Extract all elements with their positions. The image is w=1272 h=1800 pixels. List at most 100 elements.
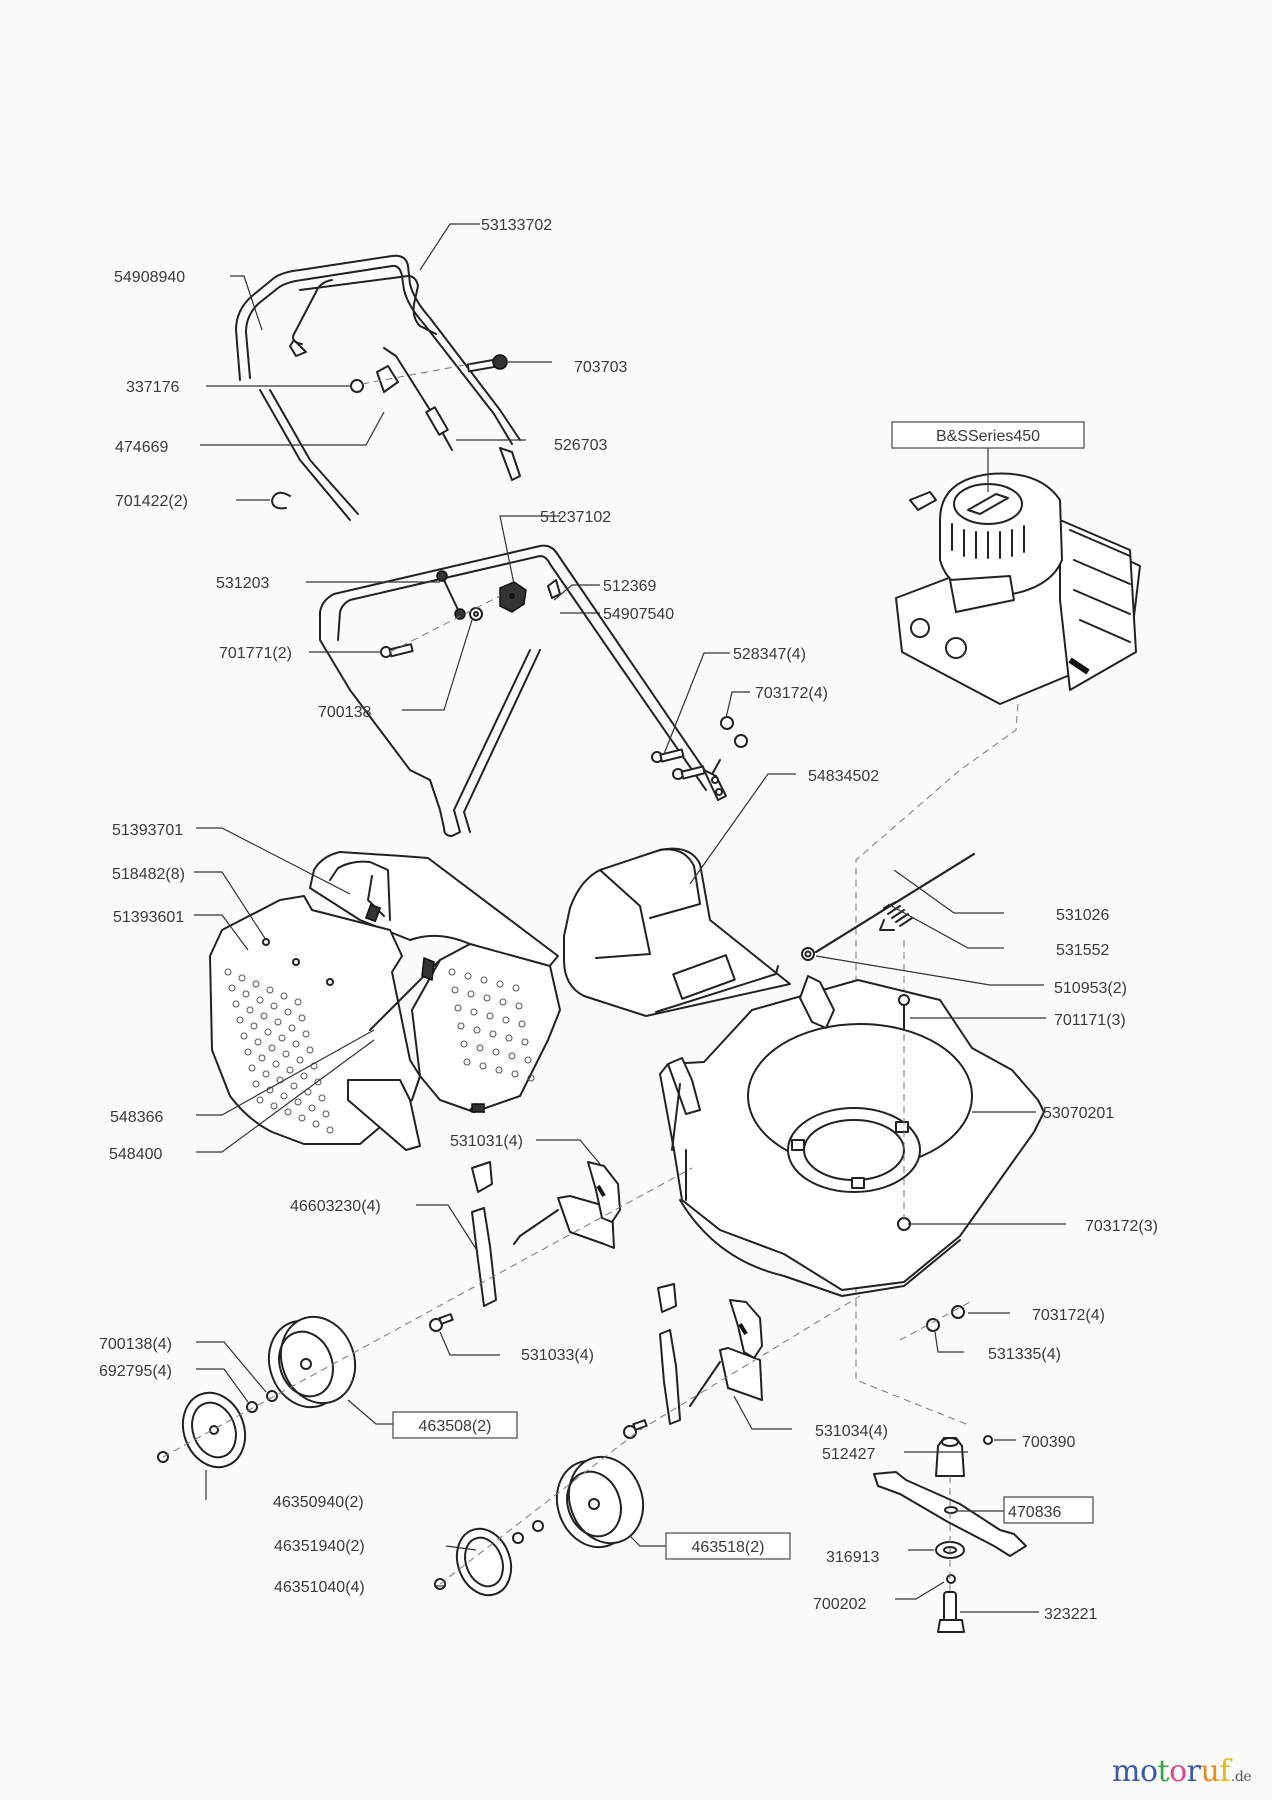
grass-bag-top-part[interactable] [309, 851, 559, 969]
upper-handlebar-part[interactable] [235, 254, 521, 521]
mesh-hole [527, 1074, 535, 1082]
mesh-hole [454, 1004, 462, 1012]
mesh-hole [280, 1092, 288, 1100]
part-label: 510953(2) [1054, 980, 1127, 997]
deck-washer-part[interactable] [926, 1318, 940, 1332]
grass-bag-mesh-pattern [224, 968, 535, 1134]
mesh-hole [480, 976, 488, 984]
mesh-hole [326, 1126, 334, 1134]
logo-letter: f [1219, 1754, 1230, 1789]
height-adjuster-lever-part[interactable] [471, 1161, 497, 1307]
part-label: 51393601 [113, 909, 184, 926]
mesh-hole [318, 1094, 326, 1102]
part-label: 54834502 [808, 768, 879, 785]
deck-nut-part[interactable] [951, 1305, 965, 1319]
knob-part[interactable] [499, 581, 527, 613]
key-part[interactable] [983, 1435, 993, 1445]
mesh-hole [254, 1038, 262, 1046]
logo-letter: t [1157, 1754, 1170, 1789]
logo-letter: o [1169, 1754, 1187, 1789]
part-label: 701171(3) [1054, 1012, 1126, 1029]
part-label: 700138(4) [99, 1336, 172, 1353]
logo-letter: u [1200, 1754, 1220, 1789]
logo-letter: o [1139, 1754, 1158, 1789]
nuts-703172-part[interactable] [720, 716, 748, 748]
cable-guide-part[interactable] [436, 570, 466, 620]
front-hubcap-part[interactable] [173, 1384, 255, 1476]
part-label: 531335(4) [988, 1346, 1061, 1363]
ratchet-plate-part[interactable] [587, 1161, 621, 1223]
mesh-hole [511, 1070, 519, 1078]
cable-part[interactable] [383, 347, 453, 451]
lower-handle-part[interactable] [319, 544, 727, 837]
part-label: 700202 [813, 1596, 866, 1613]
axle-bushing-part[interactable] [801, 947, 815, 961]
deck-bolt-part[interactable] [898, 994, 910, 1031]
ratchet-plate-rear-part[interactable] [729, 1299, 763, 1359]
torsion-spring-part[interactable] [879, 901, 913, 931]
rear-wheel-nut-part[interactable] [512, 1532, 524, 1544]
mesh-hole [286, 1066, 294, 1074]
part-label: 512369 [603, 578, 656, 595]
part-label: 531552 [1056, 942, 1109, 959]
mesh-hole [464, 972, 472, 980]
lock-washer-part[interactable] [946, 1574, 956, 1584]
adjuster-bolt-part[interactable] [429, 1313, 454, 1332]
mesh-hole [258, 1054, 266, 1062]
rear-flap-part[interactable] [563, 847, 791, 1017]
mesh-hole [508, 1052, 516, 1060]
blade-bolt-part[interactable] [937, 1591, 965, 1633]
mesh-hole [270, 1002, 278, 1010]
engine-label: B&SSeries450 [936, 428, 1040, 445]
engine-part[interactable] [895, 472, 1141, 705]
mesh-hole [521, 1038, 529, 1046]
nut-part[interactable] [350, 379, 364, 393]
mesh-hole [236, 1016, 244, 1024]
handle-bracket-part[interactable] [547, 579, 561, 599]
part-label: 337176 [126, 379, 179, 396]
part-label: 46350940(2) [273, 1494, 364, 1511]
part-label: 470836 [1008, 1504, 1061, 1521]
mesh-hole [268, 1044, 276, 1052]
mesh-hole [306, 1046, 314, 1054]
motoruf-logo[interactable]: motoruf.de [1112, 1754, 1252, 1789]
grass-bag-body-part[interactable] [209, 895, 561, 1151]
washer-part[interactable] [469, 607, 483, 621]
front-wheel-part[interactable] [257, 1306, 367, 1417]
mesh-hole [302, 1030, 310, 1038]
mesh-hole [252, 980, 260, 988]
part-label: 701422(2) [115, 493, 188, 510]
mesh-hole [296, 1056, 304, 1064]
rear-wheel-part[interactable] [545, 1446, 655, 1557]
circlip-part[interactable] [271, 491, 291, 510]
mesh-hole [278, 1034, 286, 1042]
mesh-hole [524, 1056, 532, 1064]
part-label: 463508(2) [419, 1418, 492, 1435]
label-box-463518 [665, 1532, 791, 1560]
mesh-hole [486, 1012, 494, 1020]
part-label: 703172(4) [755, 685, 828, 702]
mesh-hole [308, 1104, 316, 1112]
blade-adapter-part[interactable] [935, 1437, 965, 1477]
part-label: 548366 [110, 1109, 163, 1126]
grass-bag-screws-part[interactable] [262, 938, 334, 986]
handle-lower-end-right [499, 447, 521, 481]
part-label: 463518(2) [692, 1539, 765, 1556]
mower-deck-part[interactable] [659, 975, 1045, 1297]
bolts-528347-part[interactable] [651, 748, 706, 780]
mesh-hole [240, 1032, 248, 1040]
rear-hubcap-part[interactable] [448, 1521, 520, 1603]
label-box-463508 [392, 1411, 518, 1439]
height-adjuster-lever-rear-part[interactable] [657, 1283, 681, 1425]
bolt-part[interactable] [466, 354, 508, 373]
handle-bail-bar-part[interactable] [299, 275, 437, 335]
mesh-hole [312, 1120, 320, 1128]
rear-wheel-washer-part[interactable] [532, 1520, 544, 1532]
mesh-hole [512, 984, 520, 992]
bag-clip-part[interactable] [421, 956, 435, 982]
adjuster-bolt-rear-part[interactable] [623, 1419, 648, 1439]
mesh-hole [515, 1002, 523, 1010]
part-label: 316913 [826, 1549, 879, 1566]
axle-bracket-rear-part[interactable] [689, 1347, 763, 1407]
carriage-bolt-part[interactable] [380, 643, 414, 658]
